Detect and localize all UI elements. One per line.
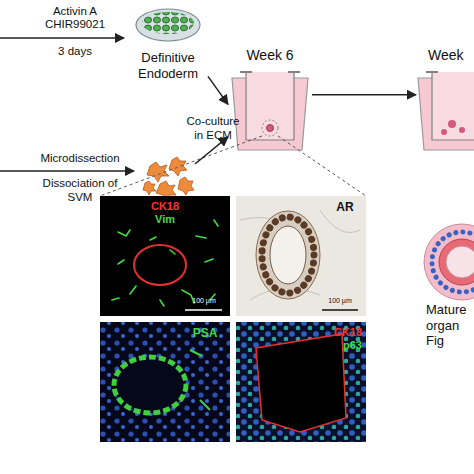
micrograph-panel: CK18Vim 100 µm [100,196,230,316]
process-label: Microdissection [30,152,130,166]
node-text: Week 6 [228,47,312,64]
node-text: p63 [302,339,362,352]
node-text: AR [328,200,362,214]
organoid-node: Mature organ Fig [416,222,474,352]
flow-arrow [195,137,228,164]
micrograph-panel: AR 100 µm [236,196,366,316]
well-node: Week 6 [228,45,312,153]
micrograph-panel: CK18p63 [236,322,366,442]
well-node: Week [416,45,474,153]
micrograph-panel: PSA [100,322,230,442]
zoom-line [100,136,262,196]
node-text: Definitive Endoderm [128,50,208,81]
node-text: PSA [184,326,226,340]
node-text: 100 µm [180,297,228,305]
micrograph [236,322,366,442]
process-label: Activin A [30,5,120,19]
process-label: Co-culture in ECM [186,115,240,143]
node-text: Vim [100,213,230,226]
node-text: CK18 [100,200,230,213]
process-label: Dissociation of SVM [40,177,120,205]
process-arrow [0,170,134,172]
culture-well [232,72,308,150]
dish-node: Definitive Endoderm [128,8,208,84]
culture-well [418,72,474,150]
node-text: Mature organ Fig [426,302,474,349]
node-text: Week [428,47,474,64]
mesenchyme-cells [143,157,194,200]
micrograph [100,322,230,442]
micrograph [100,196,230,316]
flow-arrow [312,94,416,96]
process-arrow [0,37,124,39]
process-label: CHIR99021 [30,18,120,32]
petri-dish [136,9,200,41]
process-label: 3 days [30,45,120,59]
organoid [424,224,474,300]
zoom-line [278,136,366,196]
node-text: CK18 [302,326,362,339]
flow-arrow [208,76,228,104]
micrograph [236,196,366,316]
node-text: 100 µm [316,297,364,305]
